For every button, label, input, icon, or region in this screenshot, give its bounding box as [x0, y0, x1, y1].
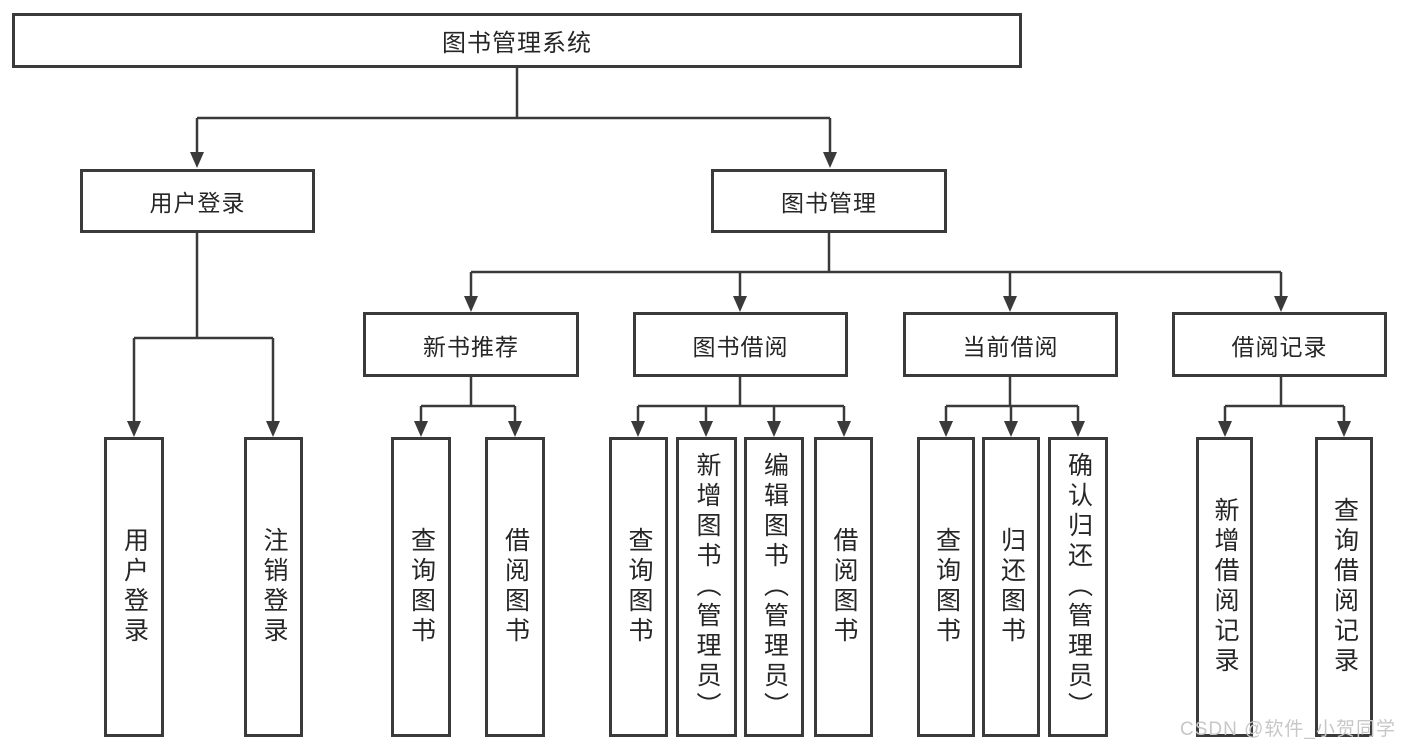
leaf-query-book-2: 查询图书: [609, 437, 668, 737]
node-book-borrow: 图书借阅: [633, 312, 848, 377]
node-book-management-branch: 图书管理: [711, 169, 947, 233]
leaf-edit-book-admin-label: 编辑图书（管理员）: [760, 452, 789, 722]
leaf-borrow-book-1-label: 借阅图书: [501, 527, 530, 647]
leaf-query-book-3-label: 查询图书: [932, 527, 961, 647]
node-user-login-branch: 用户登录: [80, 169, 315, 233]
node-current-borrow: 当前借阅: [903, 312, 1118, 377]
leaf-logout: 注销登录: [244, 437, 303, 737]
leaf-query-book-2-label: 查询图书: [625, 527, 653, 647]
leaf-return-book: 归还图书: [982, 437, 1040, 737]
node-borrow-records: 借阅记录: [1172, 312, 1387, 377]
leaf-query-borrow-record: 查询借阅记录: [1315, 437, 1373, 737]
csdn-watermark: CSDN @软件_小贺同学: [1180, 719, 1396, 740]
leaf-query-book-1-label: 查询图书: [407, 527, 436, 647]
leaf-confirm-return-admin-label: 确认归还（管理员）: [1064, 452, 1093, 722]
node-root-system: 图书管理系统: [12, 13, 1022, 68]
leaf-edit-book-admin: 编辑图书（管理员）: [744, 437, 804, 737]
leaf-query-book-1: 查询图书: [391, 437, 451, 737]
node-new-book-recommend: 新书推荐: [363, 312, 579, 377]
leaf-borrow-book-1: 借阅图书: [485, 437, 545, 737]
leaf-user-login-label: 用户登录: [120, 527, 149, 647]
leaf-add-book-admin: 新增图书（管理员）: [676, 437, 737, 737]
leaf-borrow-book-2-label: 借阅图书: [830, 527, 858, 647]
leaf-add-borrow-record: 新增借阅记录: [1196, 437, 1253, 737]
leaf-query-book-3: 查询图书: [917, 437, 975, 737]
leaf-query-borrow-record-label: 查询借阅记录: [1330, 497, 1359, 677]
leaf-user-login: 用户登录: [104, 437, 164, 737]
leaf-borrow-book-2: 借阅图书: [814, 437, 873, 737]
leaf-return-book-label: 归还图书: [997, 527, 1026, 647]
leaf-add-book-admin-label: 新增图书（管理员）: [693, 452, 721, 722]
leaf-add-borrow-record-label: 新增借阅记录: [1211, 497, 1239, 677]
leaf-logout-label: 注销登录: [260, 527, 288, 647]
leaf-confirm-return-admin: 确认归还（管理员）: [1048, 437, 1108, 737]
